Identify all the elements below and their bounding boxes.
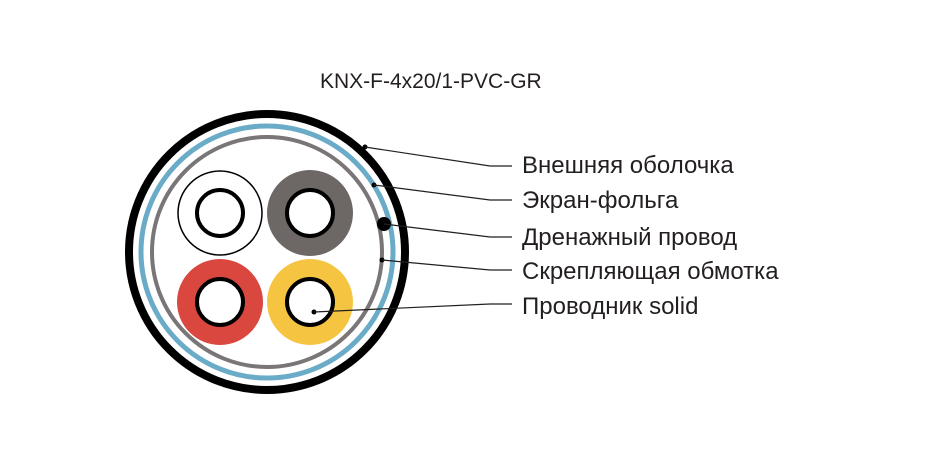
- label-solid-conductor: Проводник solid: [522, 293, 698, 320]
- leader-foil-screen: [373, 184, 512, 201]
- cable-title: KNX-F-4x20/1-PVC-GR: [320, 70, 542, 93]
- foil-screen: [138, 123, 396, 381]
- cable-cross-section: [125, 110, 409, 394]
- leader-binding-tape: [381, 259, 512, 271]
- leader-solid-conductor: [313, 303, 512, 313]
- binding-tape: [150, 135, 384, 369]
- core-yellow: [267, 259, 353, 345]
- core-yellow-conductor: [285, 277, 335, 327]
- outer-sheath: [125, 110, 409, 394]
- core-red-conductor: [195, 277, 245, 327]
- leader-drain-wire: [383, 223, 512, 238]
- label-drain-wire: Дренажный провод: [522, 224, 737, 251]
- core-white-conductor: [195, 188, 245, 238]
- label-outer-sheath: Внешняя оболочка: [522, 152, 734, 179]
- label-foil-screen: Экран-фольга: [522, 187, 679, 214]
- core-white: [177, 170, 263, 256]
- leader-lines: [313, 144, 512, 313]
- label-binding-tape: Скрепляющая обмотка: [522, 258, 779, 285]
- core-red: [177, 259, 263, 345]
- leader-outer-sheath: [364, 146, 512, 167]
- core-gray: [267, 170, 353, 256]
- component-labels: Внешняя оболочка Экран-фольга Дренажный …: [522, 152, 779, 320]
- core-gray-conductor: [285, 188, 335, 238]
